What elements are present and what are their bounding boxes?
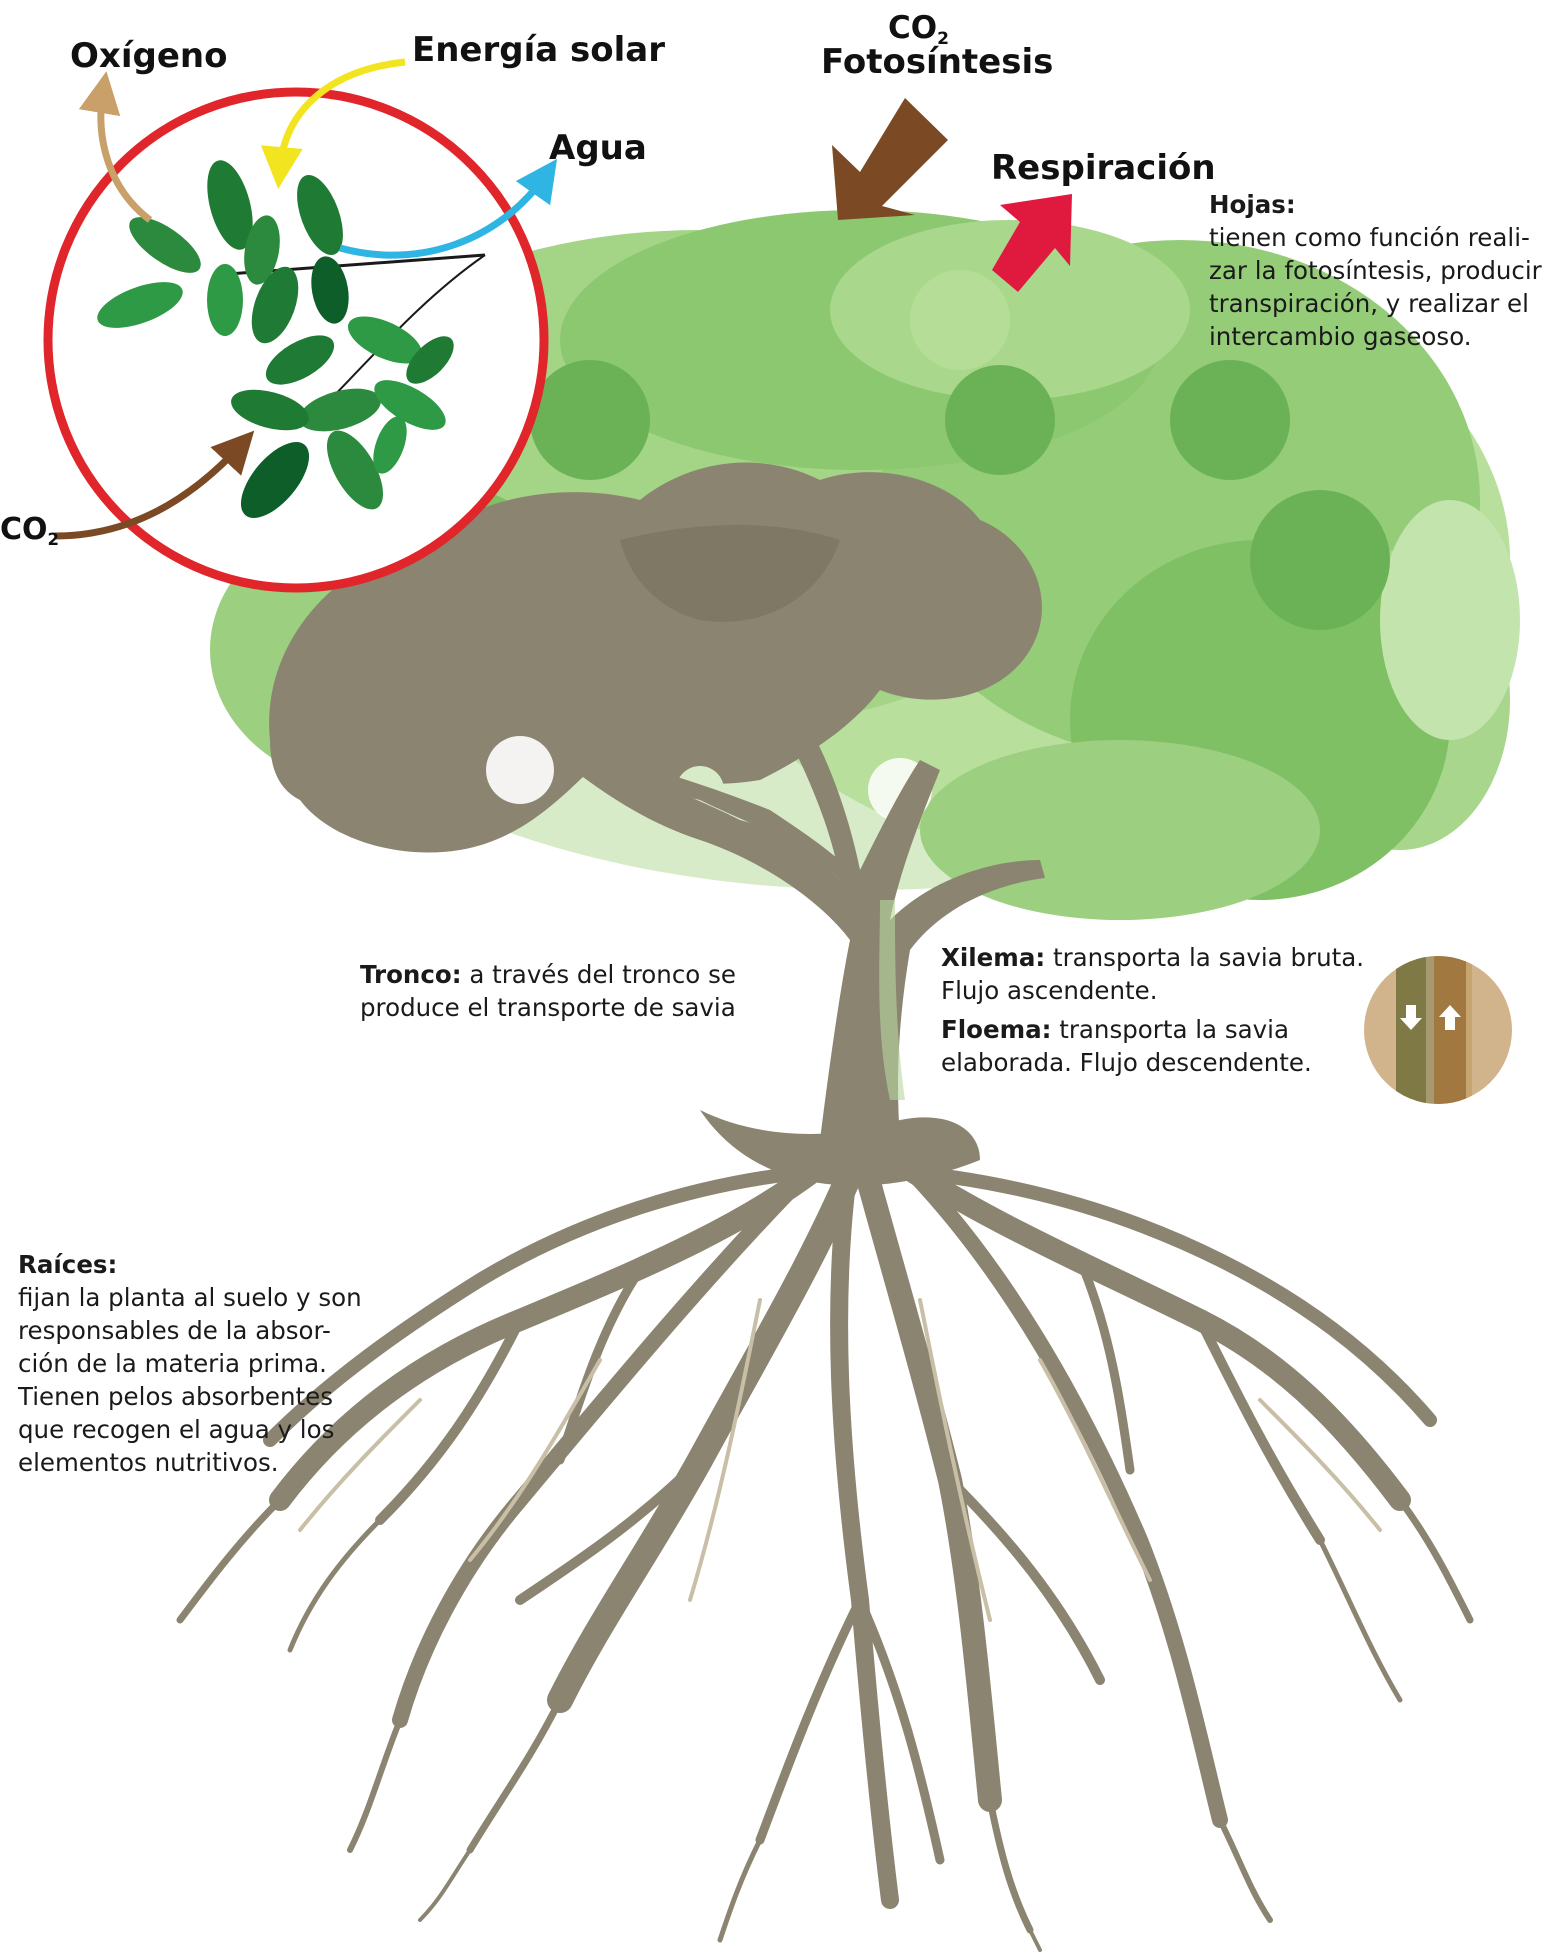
tronco-text: Tronco: a través del tronco se produce e… <box>360 958 736 1024</box>
raices-line: elementos nutritivos. <box>18 1446 362 1479</box>
raices-line: fijan la planta al suelo y son <box>18 1281 362 1314</box>
hojas-line: transpiración, y realizar el <box>1209 287 1542 320</box>
floema-line: elaborada. Flujo descendente. <box>941 1046 1312 1079</box>
raices-title: Raíces: <box>18 1250 117 1279</box>
solar-energy-label: Energía solar <box>412 30 665 70</box>
hojas-line: tienen como función reali- <box>1209 221 1542 254</box>
leaf-cycle-circle <box>48 92 544 588</box>
raices-line: ción de la materia prima. <box>18 1347 362 1380</box>
raices-line: responsables de la absor- <box>18 1314 362 1347</box>
hojas-title: Hojas: <box>1209 190 1296 219</box>
co2-leaf-label: CO2 <box>0 512 59 549</box>
xilema-text: Xilema: transporta la savia bruta. Flujo… <box>941 941 1364 1007</box>
xylem-phloem-disc <box>1364 950 1512 1120</box>
hojas-line: intercambio gaseoso. <box>1209 320 1542 353</box>
photosynthesis-label: Fotosíntesis <box>821 42 1053 82</box>
hojas-text: Hojas: tienen como función reali- zar la… <box>1209 188 1542 353</box>
tronco-title: Tronco: <box>360 960 462 989</box>
tronco-line: produce el transporte de savia <box>360 991 736 1024</box>
floema-text: Floema: transporta la savia elaborada. F… <box>941 1013 1312 1079</box>
xilema-title: Xilema: <box>941 943 1045 972</box>
oxygen-label: Oxígeno <box>70 36 227 76</box>
floema-title: Floema: <box>941 1015 1051 1044</box>
photosynthesis-arrow <box>832 98 948 220</box>
water-label: Agua <box>549 128 647 168</box>
hojas-line: zar la fotosíntesis, producir <box>1209 254 1542 287</box>
raices-line: que recogen el agua y los <box>18 1413 362 1446</box>
raices-text: Raíces: fijan la planta al suelo y son r… <box>18 1248 362 1479</box>
respiration-label: Respiración <box>991 148 1216 188</box>
raices-line: Tienen pelos absorbentes <box>18 1380 362 1413</box>
xilema-line: Flujo ascendente. <box>941 974 1364 1007</box>
tree-roots <box>180 1110 1470 1950</box>
